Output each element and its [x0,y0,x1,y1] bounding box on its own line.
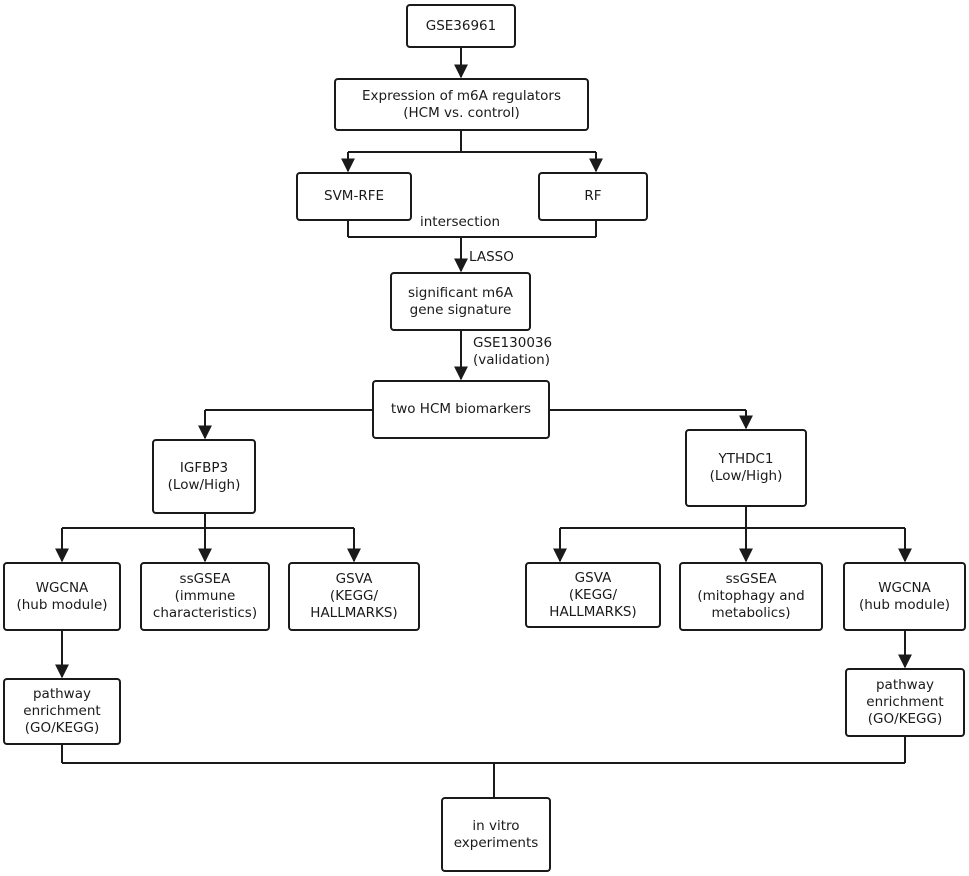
node-expression: Expression of m6A regulators (HCM vs. co… [334,78,589,131]
label-lasso: LASSO [469,249,514,265]
label-intersection: intersection [420,214,501,230]
label-validation: GSE130036 (validation) [473,335,553,368]
node-ssgsea-left: ssGSEA (immune characteristics) [140,562,270,631]
node-wgcna-left: WGCNA (hub module) [3,562,121,631]
node-gsva-right: GSVA (KEGG/ HALLMARKS) [525,562,661,628]
node-ssgsea-right: ssGSEA (mitophagy and metabolics) [679,562,823,631]
node-wgcna-right: WGCNA (hub module) [843,562,966,631]
node-biomarkers: two HCM biomarkers [372,380,550,439]
node-pathway-left: pathway enrichment (GO/KEGG) [3,678,121,745]
node-signature: significant m6A gene signature [390,272,531,331]
node-rf: RF [538,172,648,221]
node-gse36961: GSE36961 [406,4,516,48]
node-ythdc1: YTHDC1 (Low/High) [685,429,807,507]
node-in-vitro: in vitro experiments [441,797,551,872]
node-svm-rfe: SVM-RFE [296,172,412,221]
node-gsva-left: GSVA (KEGG/ HALLMARKS) [288,562,420,631]
node-pathway-right: pathway enrichment (GO/KEGG) [845,668,965,737]
node-igfbp3: IGFBP3 (Low/High) [152,439,256,514]
